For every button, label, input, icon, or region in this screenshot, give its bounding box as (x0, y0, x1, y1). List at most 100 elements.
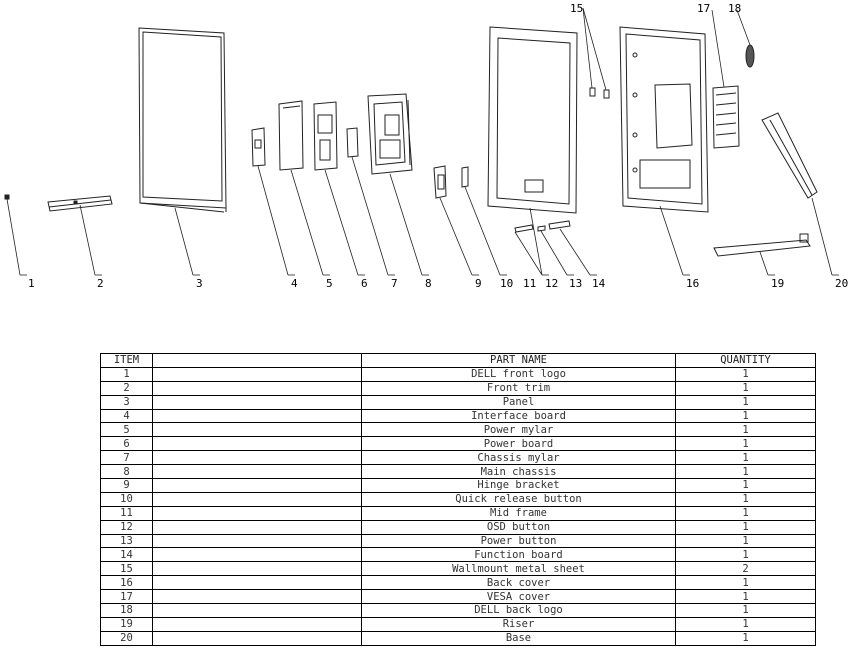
row-blank (152, 561, 362, 577)
row-blank (152, 519, 362, 535)
row-part-name: Wallmount metal sheet (361, 561, 676, 577)
header-blank (152, 353, 362, 368)
callout-7: 7 (391, 277, 398, 290)
row-part-name: DELL back logo (361, 603, 676, 618)
row-item: 11 (100, 505, 153, 521)
row-part-name: DELL front logo (361, 366, 676, 382)
row-blank (152, 464, 362, 480)
part-base (713, 233, 811, 257)
row-part-name: Chassis mylar (361, 450, 676, 466)
row-blank (152, 630, 362, 646)
callout-15: 15 (570, 2, 583, 15)
row-quantity: 1 (675, 422, 816, 438)
row-quantity: 1 (675, 394, 816, 410)
row-blank (152, 589, 362, 605)
part-wallmount-metal-sheet (589, 87, 610, 99)
row-item: 15 (100, 561, 153, 577)
callout-16: 16 (686, 277, 699, 290)
part-power-button (537, 225, 546, 232)
callout-11: 11 (523, 277, 536, 290)
part-mid-frame (487, 26, 578, 214)
row-item: 1 (100, 366, 153, 382)
row-item: 20 (100, 630, 153, 646)
row-quantity: 1 (675, 589, 816, 605)
row-blank (152, 491, 362, 507)
row-item: 5 (100, 422, 153, 438)
row-item: 12 (100, 519, 153, 535)
callout-17: 17 (697, 2, 710, 15)
leader-lines (6, 7, 839, 276)
row-item: 8 (100, 464, 153, 480)
row-quantity: 1 (675, 436, 816, 452)
part-power-board (313, 101, 338, 171)
row-quantity: 1 (675, 380, 816, 396)
row-quantity: 2 (675, 561, 816, 577)
callout-4: 4 (291, 277, 298, 290)
row-item: 13 (100, 533, 153, 549)
row-blank (152, 436, 362, 452)
row-item: 3 (100, 394, 153, 410)
callout-3: 3 (196, 277, 203, 290)
part-main-chassis (367, 93, 413, 175)
part-riser (761, 112, 818, 199)
row-blank (152, 505, 362, 521)
row-quantity: 1 (675, 366, 816, 382)
part-interface-board (251, 127, 266, 167)
row-blank (152, 603, 362, 618)
callout-19: 19 (771, 277, 784, 290)
row-part-name: Front trim (361, 380, 676, 396)
part-chassis-mylar (346, 127, 359, 158)
row-item: 14 (100, 547, 153, 563)
row-item: 17 (100, 589, 153, 605)
part-hinge-bracket (433, 165, 447, 199)
row-item: 7 (100, 450, 153, 466)
callout-1: 1 (28, 277, 35, 290)
table-header-row: ITEM PART NAME QUANTITY (100, 353, 816, 368)
row-item: 9 (100, 478, 153, 493)
callout-10: 10 (500, 277, 513, 290)
row-item: 10 (100, 491, 153, 507)
part-quick-release-button (461, 166, 469, 188)
part-back-cover (619, 26, 709, 213)
row-part-name: Quick release button (361, 491, 676, 507)
row-part-name: Power board (361, 436, 676, 452)
row-blank (152, 422, 362, 438)
row-blank (152, 408, 362, 424)
row-quantity: 1 (675, 603, 816, 618)
row-part-name: Hinge bracket (361, 478, 676, 493)
row-blank (152, 547, 362, 563)
row-blank (152, 380, 362, 396)
callout-5: 5 (326, 277, 333, 290)
row-item: 4 (100, 408, 153, 424)
row-quantity: 1 (675, 616, 816, 632)
row-blank (152, 394, 362, 410)
row-blank (152, 533, 362, 549)
row-part-name: Base (361, 630, 676, 646)
callout-14: 14 (592, 277, 606, 290)
row-blank (152, 450, 362, 466)
row-part-name: OSD button (361, 519, 676, 535)
row-part-name: Main chassis (361, 464, 676, 480)
row-item: 6 (100, 436, 153, 452)
row-blank (152, 616, 362, 632)
row-item: 19 (100, 616, 153, 632)
exploded-view-diagram: 1 2 3 4 5 6 7 8 9 10 11 12 13 14 15 16 1… (0, 0, 853, 300)
row-blank (152, 478, 362, 493)
